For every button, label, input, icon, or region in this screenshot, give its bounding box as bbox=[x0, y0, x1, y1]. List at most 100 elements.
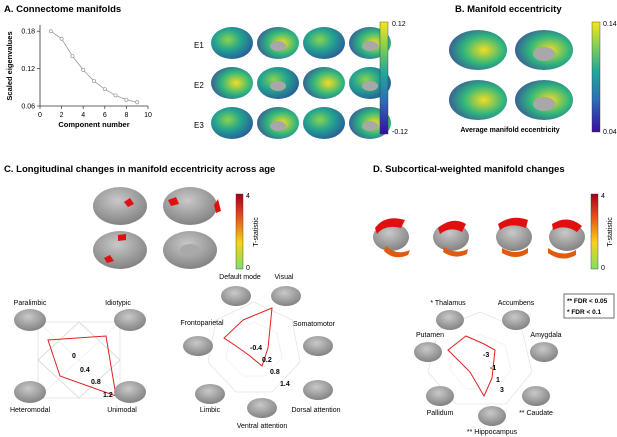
eccentricity-brain bbox=[449, 80, 507, 120]
panel-c-colorbar-max: 4 bbox=[246, 193, 250, 200]
radar1-tick-3: 1.2 bbox=[103, 392, 113, 399]
scree-ylabel: Scaled eigenvalues bbox=[5, 31, 14, 100]
radar3-tick-1: -1 bbox=[490, 365, 496, 372]
radar2-tick-0: -0.4 bbox=[250, 345, 262, 352]
medial-wall bbox=[270, 81, 286, 91]
radar3-tick-3: 3 bbox=[500, 387, 504, 394]
panel-c-colorbar bbox=[235, 193, 244, 270]
panel-c-colorbar-min: 0 bbox=[246, 265, 250, 272]
panel-b-caption: Average manifold eccentricity bbox=[460, 127, 559, 134]
radar2-label-somatomotor: Somatomotor bbox=[293, 321, 336, 328]
radar3-tick-0: -3 bbox=[483, 352, 489, 359]
radar3-label-putamen: Putamen bbox=[416, 332, 444, 339]
panel-b-colorbar bbox=[591, 21, 601, 133]
scree-point bbox=[102, 87, 107, 92]
brain-surface bbox=[211, 107, 253, 139]
scree-point bbox=[81, 67, 86, 72]
tstat-brains-cortical bbox=[93, 187, 221, 269]
radar2-tick-1: 0.2 bbox=[262, 357, 272, 364]
radar1-tick-2: 0.8 bbox=[91, 379, 101, 386]
panel-a-colorbar bbox=[379, 21, 389, 135]
brain-surface bbox=[303, 27, 345, 59]
radar3-label-hippocampus: ** Hippocampus bbox=[467, 429, 518, 436]
scree-ytick-label: 0.12 bbox=[21, 66, 35, 73]
scree-point bbox=[135, 100, 140, 105]
radar-networks: Default mode Visual Frontoparietal Somat… bbox=[180, 274, 340, 430]
radar2-label-dorsal-attention: Dorsal attention bbox=[291, 407, 340, 414]
panel-b-colorbar-max: 0.14 bbox=[603, 21, 617, 28]
radar1-label-unimodal: Unimodal bbox=[107, 407, 137, 414]
radar-subcortical: * Thalamus Accumbens Putamen Amygdala Pa… bbox=[414, 300, 562, 436]
fdr-legend-lenient: * FDR < 0.1 bbox=[567, 309, 602, 316]
brain-surface bbox=[303, 107, 345, 139]
scree-xlabel: Component number bbox=[58, 120, 129, 129]
panel-d-colorbar bbox=[590, 193, 599, 270]
panel-a-colorbar-max: 0.12 bbox=[392, 21, 406, 28]
medial-wall bbox=[362, 81, 378, 91]
row-label-e2: E2 bbox=[194, 81, 204, 90]
scree-point bbox=[59, 36, 64, 41]
scree-point bbox=[92, 79, 96, 84]
radar-hierarchy-polygon bbox=[47, 335, 117, 397]
radar2-label-ventral-attention: Ventral attention bbox=[237, 423, 288, 430]
brain-surface bbox=[211, 27, 253, 59]
scree-plot: 0.06 0.12 0.18 0 2 4 6 8 10 Component number Sc… bbox=[5, 25, 152, 129]
radar-hierarchy: Paralimbic Idiotypic Heteromodal Unimoda… bbox=[10, 300, 146, 414]
scree-point bbox=[70, 54, 75, 59]
radar3-label-caudate: ** Caudate bbox=[519, 410, 553, 417]
radar3-label-amygdala: Amygdala bbox=[530, 332, 561, 339]
panel-b-colorbar-min: 0.04 bbox=[603, 129, 617, 136]
radar1-tick-0: 0 bbox=[72, 353, 76, 360]
radar2-tick-2: 0.8 bbox=[270, 369, 280, 376]
panel-d-title: D. Subcortical-weighted manifold changes bbox=[373, 164, 565, 175]
scree-xtick-label: 2 bbox=[60, 112, 64, 119]
row-label-e3: E3 bbox=[194, 121, 204, 130]
connectome-brain-grid bbox=[211, 27, 391, 139]
medial-wall bbox=[533, 97, 555, 111]
radar1-label-paralimbic: Paralimbic bbox=[14, 300, 47, 307]
radar3-label-thalamus: * Thalamus bbox=[430, 300, 466, 307]
radar3-label-accumbens: Accumbens bbox=[498, 300, 535, 307]
scree-ytick-label: 0.06 bbox=[21, 104, 35, 111]
radar1-label-idiotypic: Idiotypic bbox=[105, 300, 131, 307]
scree-series-line bbox=[50, 30, 138, 103]
eccentricity-brains bbox=[449, 30, 573, 120]
radar2-label-default-mode: Default mode bbox=[219, 274, 261, 281]
radar2-label-frontoparietal: Frontoparietal bbox=[180, 320, 224, 327]
panel-c-colorbar-label: T-statistic bbox=[253, 217, 260, 247]
radar1-tick-1: 0.4 bbox=[80, 367, 90, 374]
scree-point bbox=[124, 97, 129, 102]
medial-wall bbox=[362, 41, 378, 51]
panel-b-title: B. Manifold eccentricity bbox=[455, 4, 562, 15]
medial-wall bbox=[533, 47, 555, 61]
radar2-label-limbic: Limbic bbox=[200, 407, 221, 414]
radar2-tick-3: 1.4 bbox=[280, 381, 290, 388]
medial-wall bbox=[270, 41, 286, 51]
scree-point bbox=[48, 29, 53, 34]
panel-c-title: C. Longitudinal changes in manifold ecce… bbox=[4, 164, 275, 175]
medial-wall bbox=[270, 121, 286, 131]
scree-xtick-label: 4 bbox=[81, 112, 85, 119]
panel-a-colorbar-min: -0.12 bbox=[392, 129, 408, 136]
panel-d-colorbar-max: 4 bbox=[601, 193, 605, 200]
medial-wall bbox=[362, 121, 378, 131]
radar2-label-visual: Visual bbox=[275, 274, 294, 281]
scree-ytick-label: 0.18 bbox=[21, 29, 35, 36]
fdr-legend-box bbox=[563, 293, 615, 319]
scree-xtick-label: 6 bbox=[103, 112, 107, 119]
scree-xtick-label: 0 bbox=[38, 112, 42, 119]
scree-xtick-label: 8 bbox=[124, 112, 128, 119]
scree-xtick-label: 10 bbox=[144, 112, 152, 119]
row-label-e1: E1 bbox=[194, 41, 204, 50]
radar3-label-pallidum: Pallidum bbox=[427, 410, 454, 417]
radar-subcortical-polygon bbox=[447, 335, 496, 398]
eccentricity-brain bbox=[449, 30, 507, 70]
subcortical-brains bbox=[373, 217, 585, 259]
radar1-label-heteromodal: Heteromodal bbox=[10, 407, 51, 414]
panel-d-colorbar-label: T-statistic bbox=[607, 217, 614, 247]
brain-surface bbox=[211, 67, 253, 99]
panel-a-title: A. Connectome manifolds bbox=[4, 4, 121, 15]
panel-d-colorbar-min: 0 bbox=[601, 265, 605, 272]
fdr-legend-strict: ** FDR < 0.05 bbox=[567, 298, 608, 305]
